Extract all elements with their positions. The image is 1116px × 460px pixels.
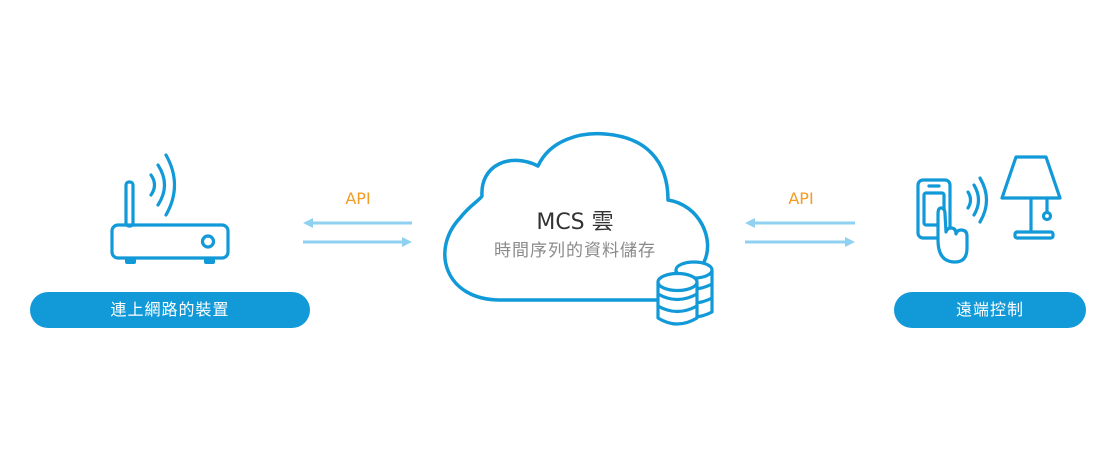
cloud-icon <box>443 131 710 302</box>
right-api-label: API <box>788 189 814 208</box>
left-api-label: API <box>345 189 371 208</box>
arrow-left-pointing <box>303 218 412 228</box>
lamp-icon <box>1000 155 1062 240</box>
wireless-signal-icon <box>966 176 989 224</box>
database-icon <box>656 260 714 326</box>
remote-control-label: 遠端控制 <box>894 292 1086 328</box>
router-icon <box>110 153 230 264</box>
arrow-right-pointing <box>745 237 855 247</box>
cloud-title: MCS 雲 <box>536 210 614 235</box>
cloud-subtitle: 時間序列的資料儲存 <box>494 241 656 261</box>
arrow-right-pointing <box>303 237 412 247</box>
connected-devices-label: 連上網路的裝置 <box>30 292 310 328</box>
arrow-left-pointing <box>745 218 855 228</box>
left-arrows <box>303 218 412 247</box>
phone-touch-icon <box>916 178 969 264</box>
right-arrows <box>745 218 855 247</box>
